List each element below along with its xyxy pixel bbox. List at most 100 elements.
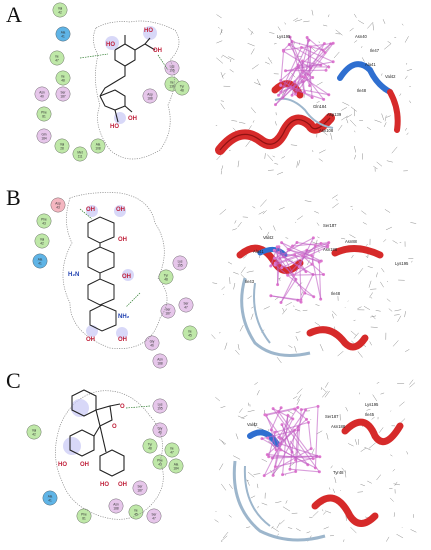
residue-number: 40 [40,95,44,99]
residue-name: Asp [147,92,153,96]
svg-text:O: O [112,424,117,430]
residue-number: 188 [147,97,153,101]
residue-name: Ala [48,494,53,498]
residue-number: 41 [38,262,42,266]
residue-number: 188 [157,362,163,366]
residue-disc: Ile48 [55,70,71,86]
protein-residue-label: Ala41 [253,249,264,254]
residue-name: Gln [42,132,47,136]
protein-residue-label: Val42 [247,422,258,427]
residue-name: Lys [178,259,183,263]
svg-text:OH: OH [86,207,95,213]
residue-name: Asn [39,90,45,94]
svg-text:OH: OH [153,48,162,54]
svg-text:OH: OH [128,116,137,122]
residue-number: 47 [184,306,188,310]
residue-name: Asp [55,201,61,205]
residue-disc: Ile47 [49,50,65,66]
svg-text:HO: HO [110,124,119,130]
protein-residue-label: Ala41 [365,62,376,67]
protein-residue-label: Ile43 [245,279,255,284]
svg-text:OH: OH [118,237,127,243]
protein-residue-label: Asn188 [331,424,346,429]
residue-name: Ala [38,257,43,261]
residue-number: 47 [55,59,59,63]
panel-letter: B [6,185,21,210]
protein-residue-label: Lys195 [365,402,379,407]
residue-name: Tyr [164,273,169,277]
residue-disc: Ser187 [160,303,176,319]
residue-number: 45 [134,513,138,517]
svg-text:OH: OH [118,337,127,343]
residue-name: Ile [134,508,138,512]
residue-number: 187 [137,489,143,493]
panel-letter: C [6,368,21,393]
protein-residue-label: Asn188 [323,247,338,252]
panel-letter: A [6,2,22,27]
residue-name: Ile [61,74,65,78]
residue-disc: Tyr48 [158,269,174,285]
svg-text:O: O [120,404,125,410]
residue-disc: Tyr48 [142,438,158,454]
residue-number: 48 [164,278,168,282]
residue-disc: Gln184 [36,128,52,144]
residue-number: 42 [40,242,44,246]
svg-text:HO: HO [106,42,115,48]
residue-name: Ala [174,462,179,466]
residue-name: Phe [157,458,163,462]
residue-name: Met [77,150,82,154]
protein-residue-label: Asp139 [327,112,342,117]
protein-residue-label: Lys195 [395,261,409,266]
residue-disc: Ala41 [55,26,71,42]
residue-number: 46 [158,431,162,435]
residue-number: 43 [56,206,60,210]
residue-number: 43 [42,222,46,226]
residue-name: Ala [61,30,66,34]
svg-text:OH: OH [122,274,131,280]
svg-text:HO: HO [58,462,67,468]
protein-residue-label: Ile48 [357,88,367,93]
protein-structure-b: Val42Ala41Asn88Lys195Ile43Ile48Ser187Asn… [211,194,417,364]
protein-residue-label: Val42 [263,235,274,240]
residue-number: 188 [113,507,119,511]
protein-residue-label: Gln184 [313,104,327,109]
svg-text:OH: OH [86,337,95,343]
residue-number: 42 [58,11,62,15]
residue-number: 28 [60,147,64,151]
protein-residue-label: Asn108 [319,128,334,133]
protein-residue-label: Ile47 [370,48,380,53]
svg-text:NH₂: NH₂ [118,314,130,320]
residue-name: Ala [96,142,101,146]
residue-number: 139 [169,85,175,89]
residue-number: 108 [95,147,101,151]
svg-text:H₂N: H₂N [68,272,79,278]
residue-disc: Asn40 [34,86,50,102]
residue-disc: Lys195 [164,60,180,76]
residue-disc: Ile45 [128,504,144,520]
residue-disc: Lys195 [152,398,168,414]
residue-number: 81 [42,115,46,119]
svg-text:OH: OH [80,462,89,468]
residue-name: Asn [157,357,163,361]
protein-residue-label: Ser187 [325,414,339,419]
residue-number: 47 [170,451,174,455]
residue-number: 43 [158,463,162,467]
residue-name: Asn [113,502,119,506]
residue-name: Ile [170,80,174,84]
protein-residue-label: Ile48 [331,291,341,296]
ligand-interaction-diagram-a: Val42Ala41Ile47Ile48Asn40Ser187Phe81Gln1… [34,2,190,162]
residue-number: 195 [157,407,163,411]
residue-number: 47 [152,517,156,521]
